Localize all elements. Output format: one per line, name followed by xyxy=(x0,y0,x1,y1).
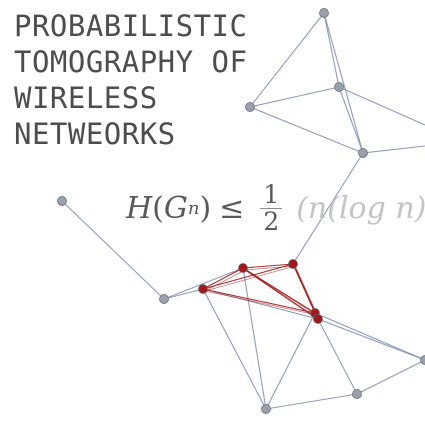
highlighted-node xyxy=(238,263,248,273)
gray-edges xyxy=(61,12,425,410)
graph-edge xyxy=(323,12,364,154)
highlighted-edges xyxy=(202,263,321,322)
graph-edge xyxy=(265,393,358,410)
highlighted-node xyxy=(313,314,323,324)
graph-edge xyxy=(265,312,316,410)
entropy-formula: H ( G n ) ≤ 1 2 (n(log n) 2 xyxy=(126,173,425,243)
formula-subscript: n xyxy=(187,197,200,219)
graph-edge xyxy=(317,318,425,361)
formula-relation: ≤ xyxy=(219,190,245,226)
graph-edge xyxy=(202,288,267,410)
formula-rhs: (n(log n) xyxy=(296,190,425,226)
graph-edge xyxy=(292,152,364,265)
graph-node xyxy=(420,355,425,365)
highlighted-edge xyxy=(202,288,316,314)
graph-edge xyxy=(163,288,204,300)
graph-node xyxy=(352,389,362,399)
graph-edge xyxy=(61,200,165,300)
graph-edge xyxy=(242,267,267,410)
graph-node xyxy=(261,404,271,414)
title-line-2: TOMOGRAPHY OF xyxy=(14,45,248,79)
graph-edge xyxy=(362,145,425,154)
highlighted-node xyxy=(198,284,208,294)
formula-open-paren: ( xyxy=(152,190,164,226)
graph-edge xyxy=(338,86,364,154)
graph-edge xyxy=(249,106,364,154)
highlighted-edge xyxy=(202,263,294,290)
graph-node xyxy=(57,196,67,206)
graph-node xyxy=(319,8,329,18)
cover-title: PROBABILISTIC TOMOGRAPHY OF WIRELESS NET… xyxy=(14,8,247,152)
highlighted-edge xyxy=(244,269,318,316)
highlighted-edge xyxy=(244,265,296,271)
graph-node xyxy=(358,148,368,158)
title-line-3: WIRELESS xyxy=(14,81,158,115)
formula-close-paren: ) xyxy=(199,190,212,226)
graph-edge xyxy=(317,318,358,395)
graph-edge xyxy=(163,267,244,300)
formula-function: H xyxy=(126,190,153,226)
fraction-denominator: 2 xyxy=(263,206,280,236)
highlighted-edge xyxy=(204,269,246,292)
highlighted-node xyxy=(288,259,298,269)
graph-edge xyxy=(338,86,425,126)
highlighted-edge xyxy=(242,263,294,269)
gray-nodes xyxy=(57,8,425,414)
graph-edge xyxy=(249,12,325,108)
title-line-4: NETWEORKS xyxy=(14,117,176,151)
formula-graph-symbol: G xyxy=(163,190,188,226)
graph-edge xyxy=(314,312,425,361)
formula-fraction: 1 2 xyxy=(260,181,283,236)
title-line-1: PROBABILISTIC xyxy=(14,9,248,43)
highlighted-edge xyxy=(244,269,321,322)
graph-edge xyxy=(356,359,425,395)
fraction-numerator: 1 xyxy=(260,181,283,209)
graph-edge xyxy=(202,288,319,320)
highlighted-edge xyxy=(204,290,318,316)
highlighted-edge xyxy=(202,267,244,290)
graph-node xyxy=(245,102,255,112)
graph-edge xyxy=(323,12,340,88)
graph-node xyxy=(159,294,169,304)
graph-node xyxy=(334,82,344,92)
graph-edge xyxy=(249,86,340,108)
highlighted-nodes xyxy=(198,259,323,324)
highlighted-edge xyxy=(204,265,296,292)
